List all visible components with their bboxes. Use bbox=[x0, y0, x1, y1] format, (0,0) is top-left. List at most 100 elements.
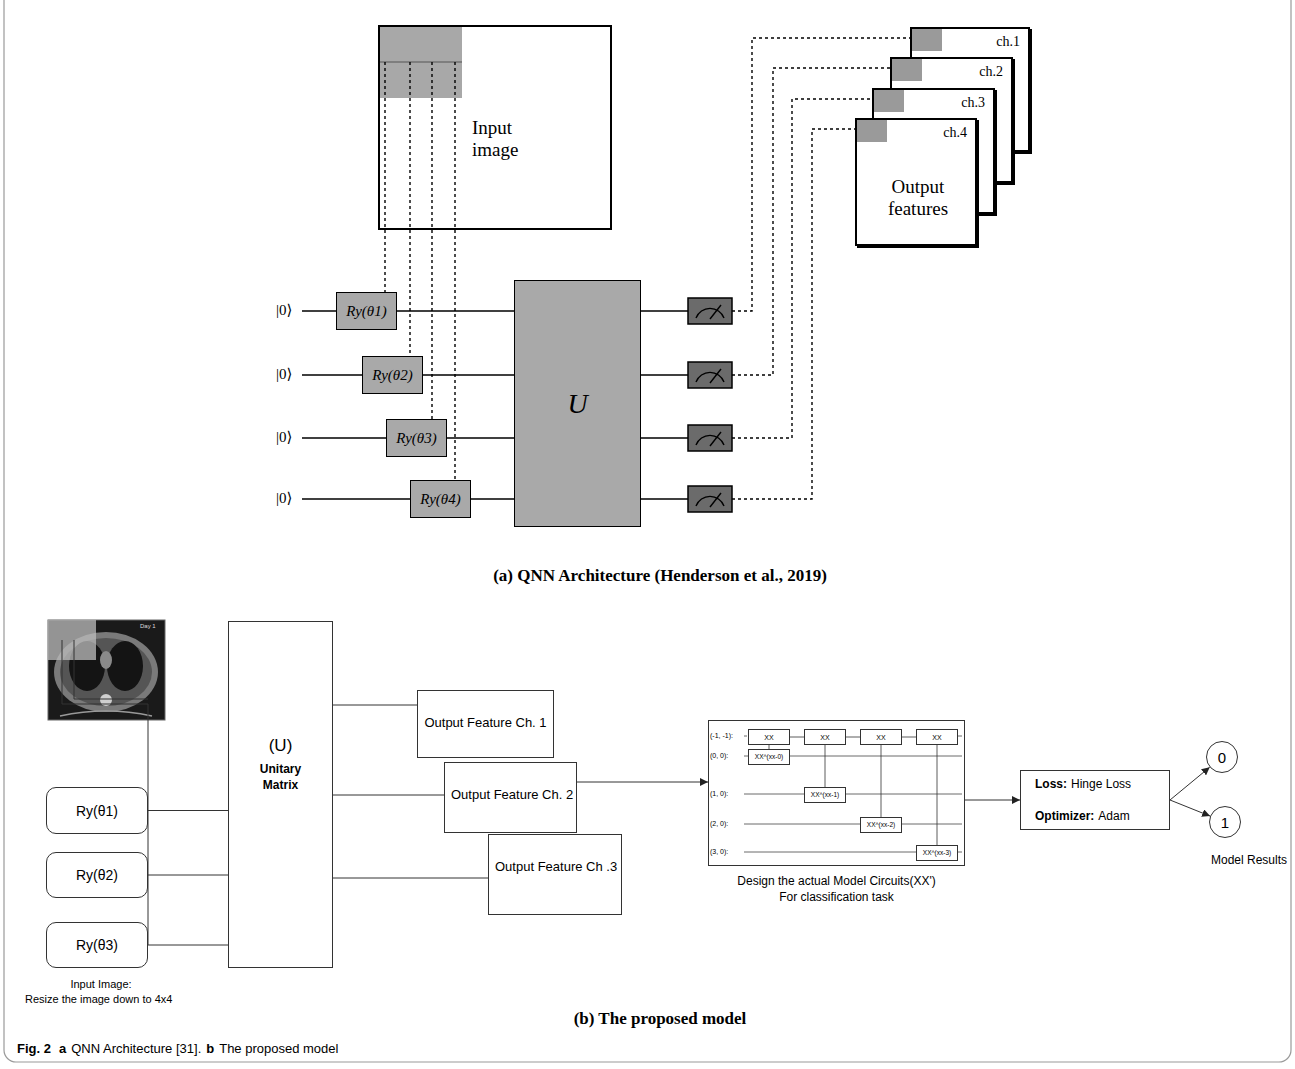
patch-line bbox=[379, 62, 462, 63]
gate-label: Ry(θ2) bbox=[372, 367, 412, 384]
qubit-state: |0⟩ bbox=[276, 365, 292, 383]
setting-value: Adam bbox=[1098, 809, 1129, 823]
input-image-box: Input image bbox=[378, 25, 612, 230]
caption-row: Fig. 2aQNN Architecture [31].bThe propos… bbox=[17, 1041, 338, 1056]
rotation-gate: Ry(θ1) bbox=[336, 292, 397, 330]
circuit-gate: XX^(xx-0) bbox=[748, 749, 790, 765]
figure-caption: QNN Architecture [31]. bbox=[71, 1041, 201, 1056]
rotation-gate: Ry(θ3) bbox=[386, 419, 447, 457]
connector-segment bbox=[148, 945, 228, 946]
encoding-lines bbox=[385, 62, 455, 229]
channel-patch bbox=[874, 90, 904, 112]
figure-frame bbox=[4, 0, 1291, 1062]
connector bbox=[455, 230, 456, 480]
gate-label: XX^(xx-0) bbox=[755, 754, 783, 761]
qubit-index: (-1, -1): bbox=[710, 731, 733, 740]
ct-scan-thumbnail bbox=[48, 620, 165, 720]
connector bbox=[471, 499, 514, 500]
gate-label: Ry(θ2) bbox=[76, 867, 118, 883]
unitary-label: U bbox=[567, 388, 587, 420]
circuit-gate: XX^(xx-3) bbox=[916, 845, 958, 861]
qubit-state: |0⟩ bbox=[276, 428, 292, 446]
connector bbox=[423, 375, 514, 376]
connector-segment bbox=[148, 810, 228, 811]
image-annotation: Day 1 bbox=[140, 623, 156, 630]
connector-segment bbox=[881, 745, 882, 817]
input-caption: Input Image: bbox=[56, 978, 146, 991]
connector-segment bbox=[641, 498, 688, 499]
qubit-index: (0, 0): bbox=[710, 751, 728, 760]
connector bbox=[902, 737, 916, 738]
setting-value: Hinge Loss bbox=[1071, 777, 1131, 791]
training-box: Loss:Hinge LossOptimizer:Adam bbox=[1020, 770, 1170, 830]
connector-segment bbox=[846, 737, 860, 738]
connector bbox=[577, 782, 708, 783]
connector bbox=[333, 795, 444, 796]
figure-caption: b bbox=[206, 1041, 214, 1056]
connector bbox=[1170, 800, 1210, 816]
connector bbox=[333, 878, 488, 879]
panel-caption: (a) QNN Architecture (Henderson et al., … bbox=[300, 566, 1020, 586]
channel-patch bbox=[857, 120, 887, 142]
qubit-index: (2, 0): bbox=[710, 819, 728, 828]
connector-segment bbox=[641, 437, 688, 438]
measurement-symbol bbox=[688, 298, 732, 324]
connector-segment bbox=[641, 310, 688, 311]
qubit-state: |0⟩ bbox=[276, 301, 292, 319]
connector-segment bbox=[732, 99, 872, 438]
circuit-gate: XX bbox=[804, 729, 846, 745]
result-circle: 1 bbox=[1209, 806, 1241, 838]
input-caption: Resize the image down to 4x4 bbox=[25, 993, 172, 1006]
unitary-box: (U) Unitary Matrix bbox=[228, 621, 333, 968]
connector-segment bbox=[471, 498, 514, 499]
rotation-gate: Ry(θ4) bbox=[410, 480, 471, 518]
connector bbox=[881, 745, 882, 817]
connector bbox=[937, 745, 938, 845]
channel-label: ch.3 bbox=[961, 95, 985, 111]
feature-label: Output Feature Ch. 1 bbox=[424, 715, 547, 730]
connector-segment bbox=[333, 878, 488, 879]
connector bbox=[148, 810, 228, 811]
gate-label: Ry(θ1) bbox=[346, 303, 386, 320]
gate-label: XX^(xx-2) bbox=[867, 822, 895, 829]
gate-label: XX^(xx-3) bbox=[923, 850, 951, 857]
connector-segment bbox=[431, 230, 432, 419]
circuit-caption: Design the actual Model Circuits(XX') bbox=[649, 874, 1024, 888]
unitary-caption: Unitary Matrix bbox=[251, 762, 311, 793]
feature-box: Output Feature Ch .3 bbox=[488, 834, 622, 915]
circuit-gate: XX bbox=[860, 729, 902, 745]
connector-segment bbox=[397, 310, 514, 311]
connector-segment bbox=[333, 795, 444, 796]
connector-segment bbox=[732, 129, 855, 499]
output-label: Output features bbox=[868, 176, 968, 220]
unitary-box: U bbox=[514, 280, 641, 527]
connector bbox=[333, 705, 417, 706]
circuit-gate: XX^(xx-1) bbox=[804, 787, 846, 803]
gate-label: Ry(θ4) bbox=[420, 491, 460, 508]
connector bbox=[641, 99, 872, 438]
gate-label: XX bbox=[876, 734, 885, 741]
circuit-gate: XX bbox=[916, 729, 958, 745]
circuit-gate: XX^(xx-2) bbox=[860, 817, 902, 833]
feature-label: Output Feature Ch .3 bbox=[495, 859, 615, 874]
feature-box: Output Feature Ch. 1 bbox=[417, 690, 554, 758]
setting-name: Optimizer: bbox=[1035, 809, 1094, 823]
qubit-index: (1, 0): bbox=[710, 789, 728, 798]
gate-label: XX bbox=[820, 734, 829, 741]
rotation-gate: Ry(θ1) bbox=[46, 787, 148, 834]
connector-segment bbox=[423, 374, 514, 375]
connector bbox=[641, 129, 855, 499]
connector-segment bbox=[333, 705, 417, 706]
connector-segment bbox=[641, 374, 688, 375]
connector-segment bbox=[1170, 767, 1210, 800]
channel-patch bbox=[892, 59, 922, 81]
connector-segment bbox=[965, 800, 1020, 801]
unitary-label: (U) bbox=[269, 736, 293, 756]
rotation-gate: Ry(θ2) bbox=[46, 852, 148, 898]
connector-segment bbox=[384, 230, 385, 292]
connector-segment bbox=[902, 737, 916, 738]
connector-segment bbox=[447, 437, 514, 438]
connector bbox=[825, 745, 826, 787]
